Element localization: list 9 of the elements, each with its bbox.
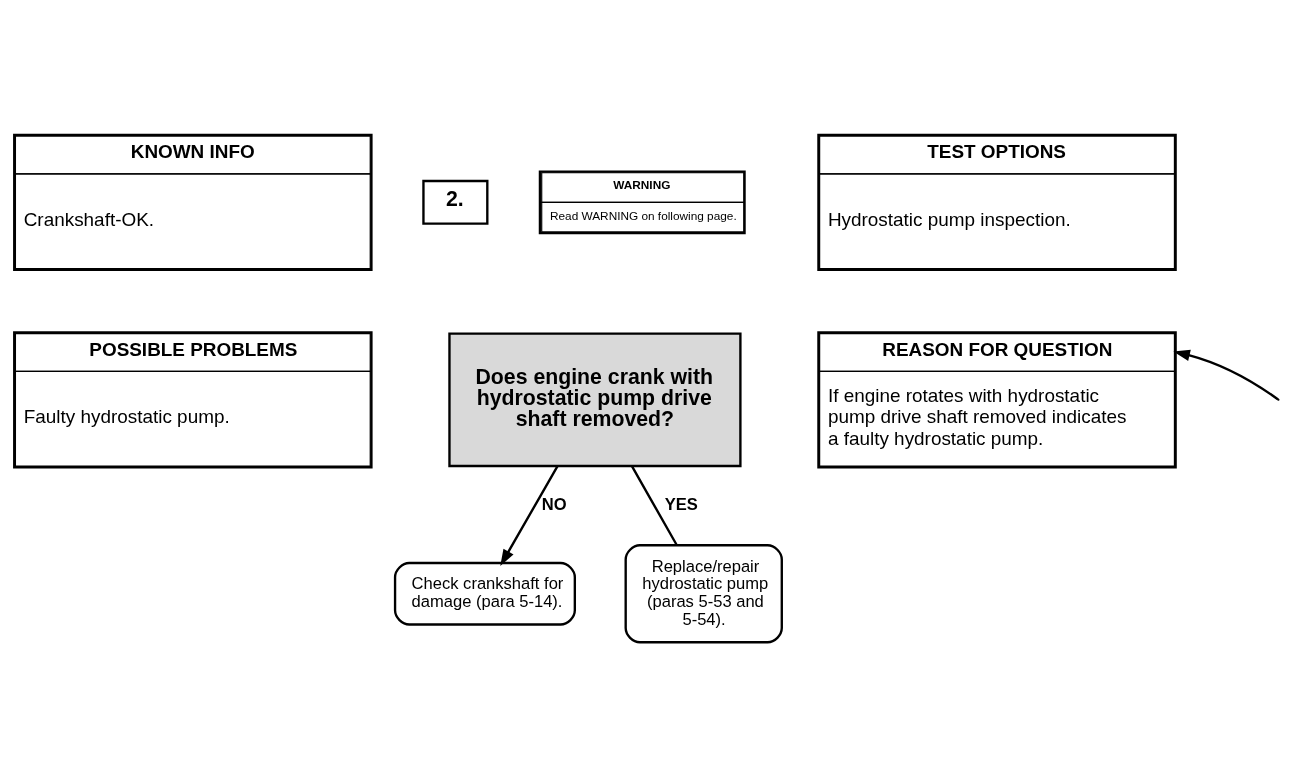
connector (631, 465, 678, 546)
node-box: Does engine crank with hydrostatic pump drive shaft removed? (448, 331, 742, 467)
edge-label: YES (664, 494, 698, 514)
arrow (500, 465, 559, 566)
edge-label: NO (541, 494, 567, 514)
node-box: Check crankshaft for damage (para 5-14). (393, 561, 576, 626)
arrow (1173, 349, 1279, 400)
node-box: Replace/repair hydrostatic pump (paras 5-53 and 5-54). (624, 543, 783, 643)
node-box: 2. (422, 179, 489, 225)
